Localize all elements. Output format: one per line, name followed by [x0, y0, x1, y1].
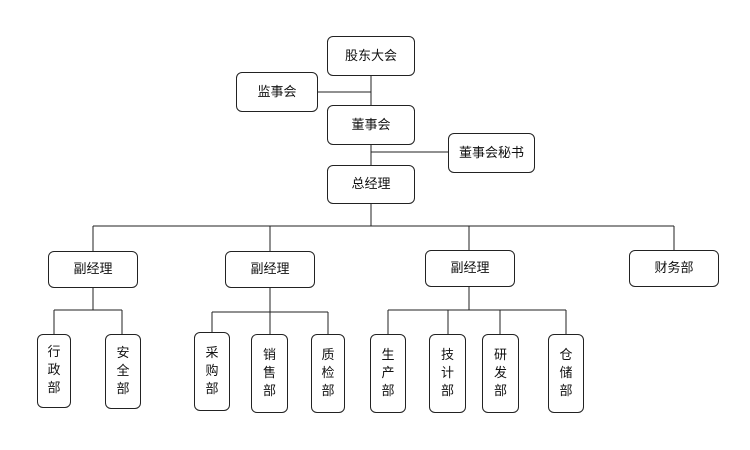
- node-label-char: 采: [205, 345, 219, 361]
- node-label-char: 质: [321, 347, 335, 363]
- safety-dept-node: 安全部: [105, 334, 141, 409]
- node-label-char: 销: [262, 347, 276, 363]
- admin-dept-node: 行政部: [37, 334, 71, 408]
- tech-dept-node: 技计部: [429, 334, 466, 413]
- rnd-dept-node: 研发部: [482, 334, 519, 413]
- node-label-char: 发: [493, 365, 507, 381]
- node-label-char: 部: [321, 383, 335, 399]
- node-label-char: 产: [381, 365, 395, 381]
- production-dept-node: 生产部: [370, 334, 406, 413]
- finance-dept-node: 财务部: [629, 250, 719, 287]
- board-of-directors-node: 董事会: [327, 105, 415, 145]
- deputy-manager-node: 副经理: [48, 251, 138, 288]
- node-label-char: 计: [440, 365, 454, 381]
- node-label-char: 部: [205, 381, 219, 397]
- supervisory-board-node: 监事会: [236, 72, 318, 112]
- deputy-manager-node: 副经理: [425, 250, 515, 287]
- quality-dept-node: 质检部: [311, 334, 345, 413]
- node-label-char: 购: [205, 363, 219, 379]
- shareholders-meeting-node: 股东大会: [327, 36, 415, 76]
- node-label-char: 技: [440, 347, 454, 363]
- node-label-char: 检: [321, 365, 335, 381]
- purchasing-dept-node: 采购部: [194, 332, 230, 411]
- node-label-char: 部: [381, 383, 395, 399]
- node-label-char: 储: [559, 365, 573, 381]
- node-label-char: 部: [440, 383, 454, 399]
- node-label-char: 部: [493, 383, 507, 399]
- node-label-char: 安: [116, 345, 130, 361]
- node-label-char: 部: [262, 383, 276, 399]
- warehouse-dept-node: 仓储部: [548, 334, 584, 413]
- node-label-char: 政: [47, 363, 61, 378]
- node-label-char: 行: [47, 345, 61, 360]
- node-label-char: 部: [559, 383, 573, 399]
- node-label-char: 售: [262, 365, 276, 381]
- node-label-char: 部: [116, 381, 130, 397]
- board-secretary-node: 董事会秘书: [448, 133, 535, 173]
- sales-dept-node: 销售部: [251, 334, 288, 413]
- node-label-char: 部: [47, 381, 61, 396]
- node-label-char: 全: [116, 363, 130, 379]
- node-label-char: 仓: [559, 347, 573, 363]
- deputy-manager-node: 副经理: [225, 251, 315, 288]
- node-label-char: 生: [381, 347, 395, 363]
- node-label-char: 研: [493, 347, 507, 363]
- general-manager-node: 总经理: [327, 165, 415, 204]
